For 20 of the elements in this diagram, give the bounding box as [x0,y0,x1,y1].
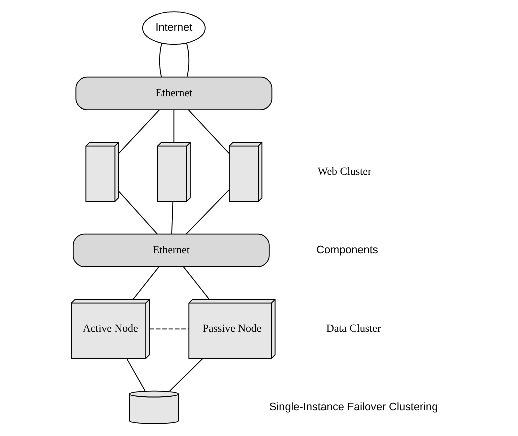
label: Web Cluster [318,166,372,178]
connector [149,328,190,330]
connector [188,110,230,154]
connector [174,110,175,143]
connector [126,358,146,392]
label: Data Cluster [326,322,382,335]
connector [172,202,174,235]
label: Components [316,244,378,256]
connector [169,358,204,392]
connector [133,266,160,300]
node-ellipse: Internet [142,12,206,46]
connector [159,43,162,78]
node-box: Ethernet [76,76,273,110]
connector [186,42,190,78]
connector [183,266,210,300]
node-box: Ethernet [73,234,270,268]
connector [186,190,230,235]
connector [118,190,158,235]
label: Single-Instance Failover Clustering [269,401,438,414]
connector [118,110,160,154]
